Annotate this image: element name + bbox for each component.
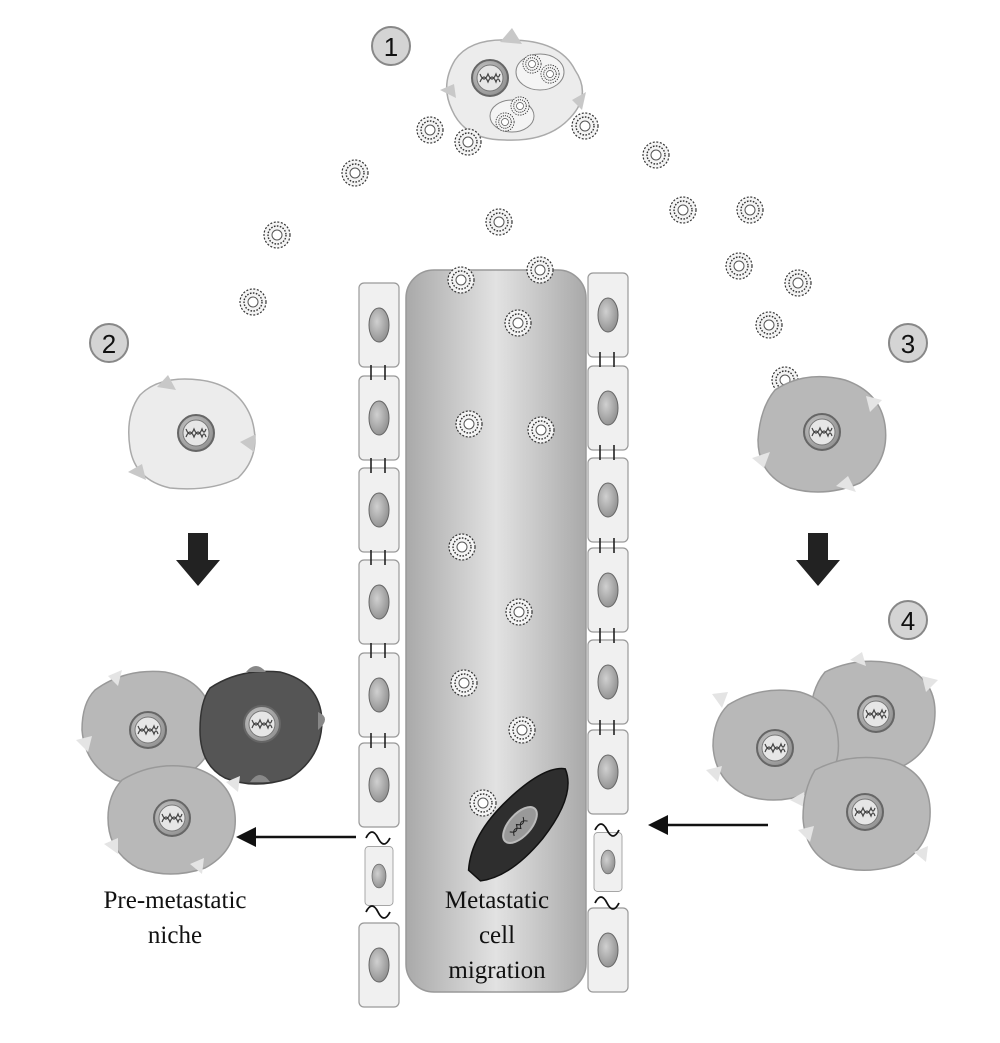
migration-label-line1: Metastatic	[445, 887, 549, 914]
niche-cluster-right	[706, 652, 938, 871]
badge-2: 2	[89, 323, 129, 363]
migration-label-line3: migration	[448, 957, 546, 984]
stromal-cell-2	[128, 375, 256, 490]
step-badges: 1 2 3 4	[89, 26, 928, 640]
endothelium-right	[587, 272, 629, 993]
stromal-cell-3	[752, 375, 887, 493]
niche-label-line1: Pre-metastatic	[104, 887, 247, 914]
badge-3: 3	[888, 323, 928, 363]
badge-2-label: 2	[102, 329, 116, 359]
metastatic-cell	[467, 767, 569, 882]
arrow-icon	[236, 815, 768, 847]
badge-3-label: 3	[901, 329, 915, 359]
niche-cluster-left	[76, 666, 325, 875]
badge-1-label: 1	[384, 32, 398, 62]
tumour-cell-1	[440, 28, 586, 141]
badge-1: 1	[371, 26, 411, 66]
blood-vessel	[405, 269, 587, 993]
niche-label-line2: niche	[148, 922, 202, 949]
endothelium-left	[358, 282, 400, 1008]
migration-label: Metastatic cell migration	[445, 887, 549, 984]
niche-label: Pre-metastatic niche	[104, 887, 247, 949]
badge-4-label: 4	[901, 606, 915, 636]
arrow-icon	[176, 533, 840, 586]
migration-label-line2: cell	[479, 922, 515, 949]
badge-4: 4	[888, 600, 928, 640]
